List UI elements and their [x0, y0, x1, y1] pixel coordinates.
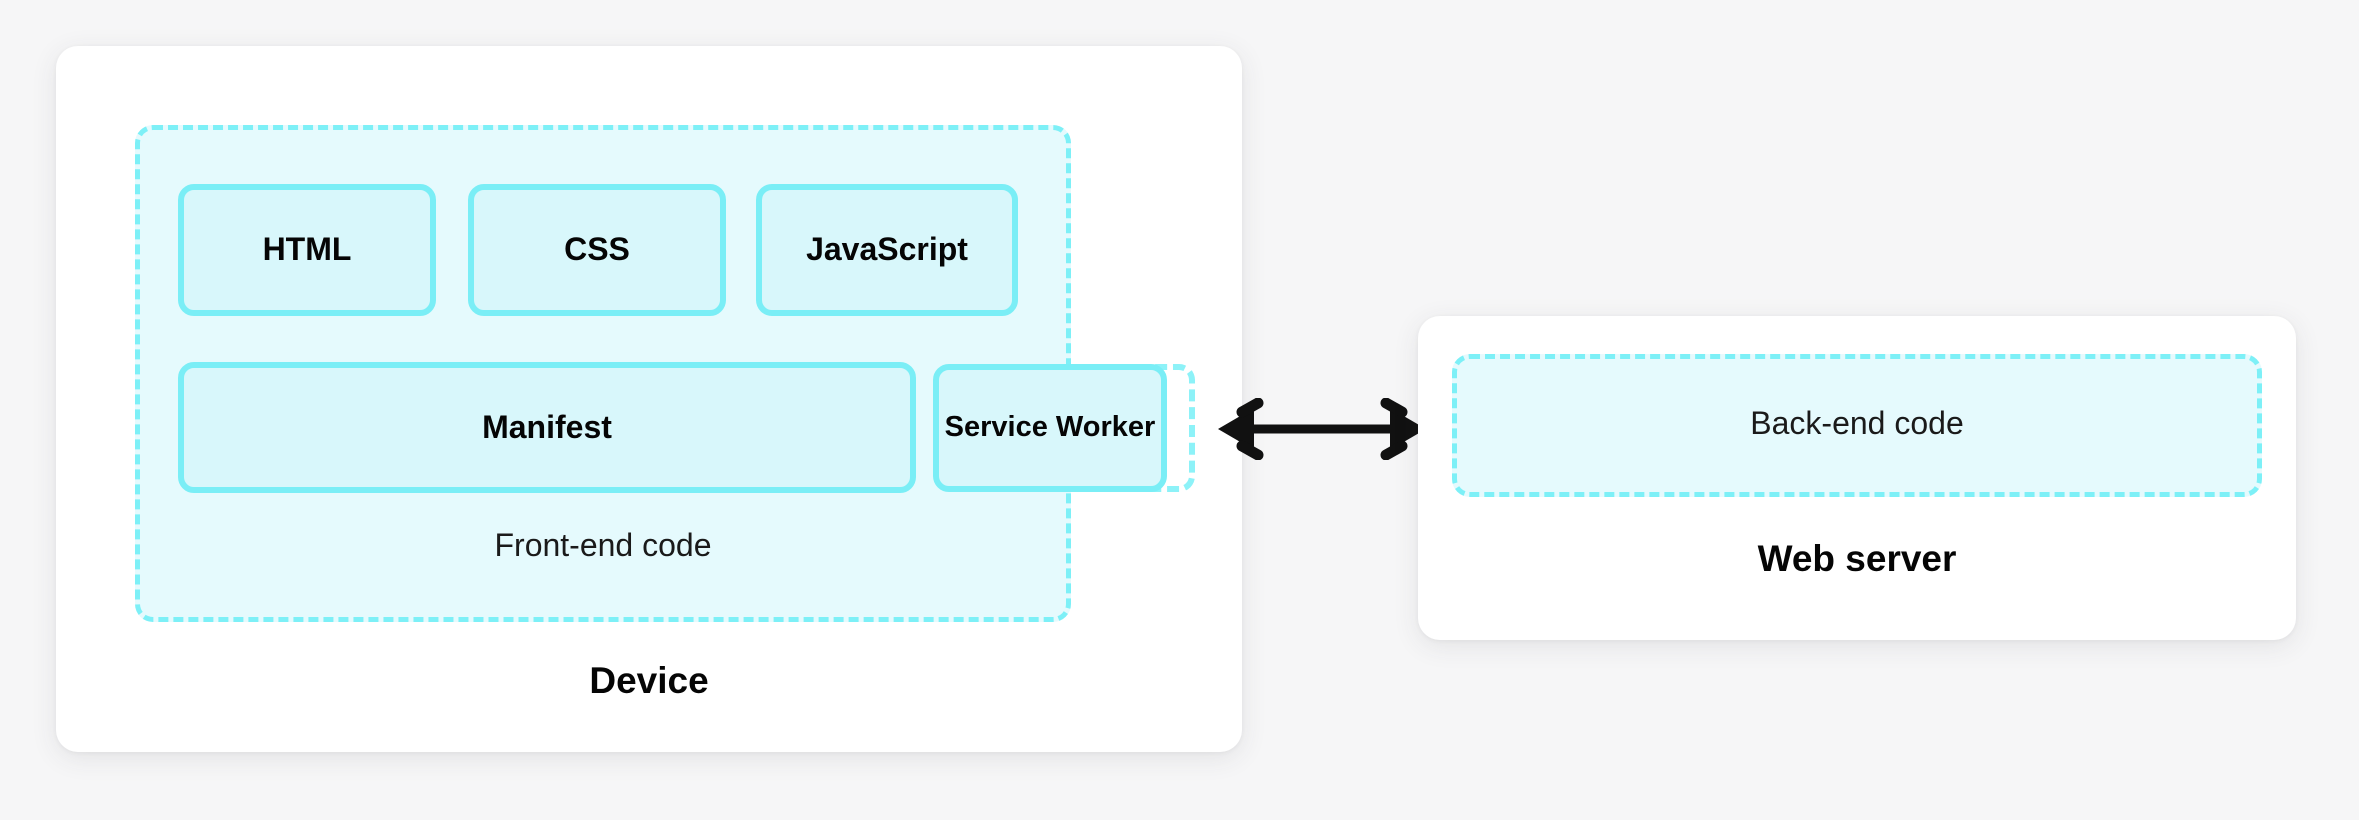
frontend-code-label: Front-end code [494, 527, 712, 563]
backend-code-label: Back-end code [1750, 405, 1964, 441]
device-title: Device [589, 660, 709, 701]
bidirectional-arrow-icon [1218, 398, 1426, 460]
backend-code-region [1452, 354, 2262, 497]
service-worker-group: Service Worker [933, 360, 1195, 496]
web-server-title: Web server [1757, 538, 1957, 579]
tech-box-html: HTML [178, 184, 436, 316]
tech-box-css: CSS [468, 184, 726, 316]
tech-box-javascript: JavaScript [756, 184, 1018, 316]
tech-box-manifest: Manifest [178, 362, 916, 493]
tech-box-service-worker: Service Worker [933, 364, 1167, 492]
